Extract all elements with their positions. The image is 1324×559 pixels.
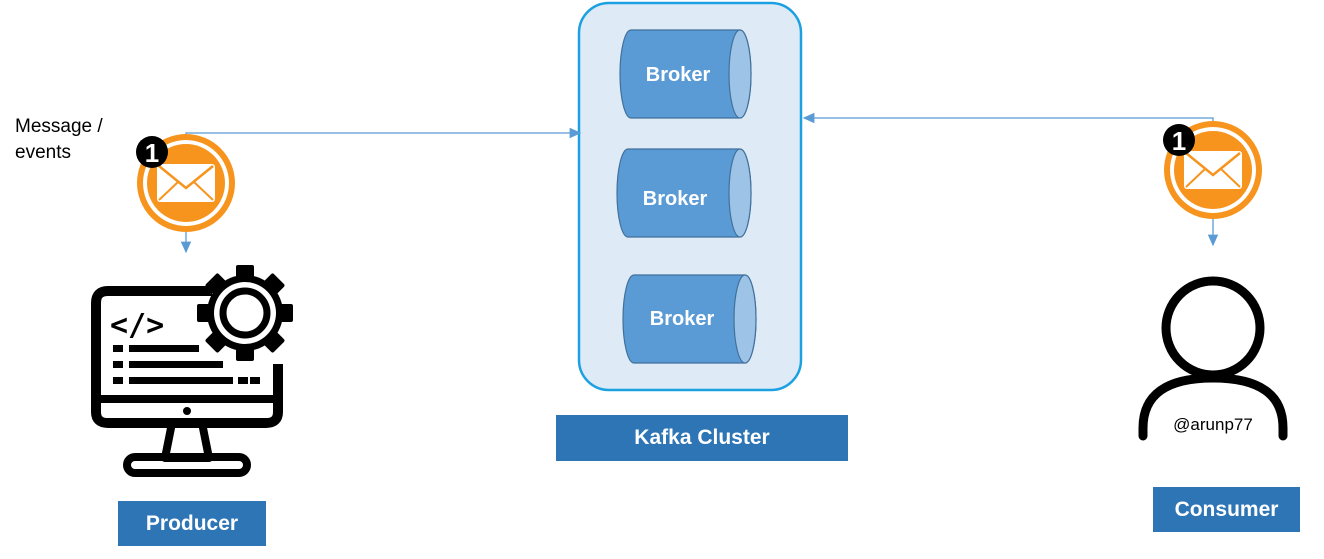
kafka-cluster-label: Kafka Cluster: [556, 415, 848, 461]
producer-label: Producer: [118, 501, 266, 546]
broker-label-1: Broker: [646, 64, 711, 86]
broker-cylinder-2: Broker: [616, 148, 752, 238]
message-label-line-1: Message /: [15, 116, 103, 137]
consumer-handle: @arunp77: [1173, 415, 1253, 434]
consumer-step-badge-icon: 1: [1163, 124, 1195, 156]
broker-label-3: Broker: [650, 308, 715, 330]
cluster-to-consumer-arrow: [802, 112, 1214, 170]
producer-step-number: 1: [145, 138, 159, 168]
gear-icon: [197, 265, 293, 361]
broker-cylinder-3: Broker: [622, 274, 757, 364]
broker-label-2: Broker: [643, 188, 708, 210]
computer-code-icon: </>: [91, 286, 283, 477]
consumer-step-number: 1: [1172, 126, 1186, 156]
producer-to-cluster-arrow: [185, 127, 582, 183]
message-label-line-2: events: [15, 142, 71, 163]
message-events-label: Message / events: [15, 114, 103, 166]
code-brackets-glyph: </>: [110, 308, 164, 343]
producer-step-badge-icon: 1: [136, 136, 168, 168]
consumer-label: Consumer: [1153, 487, 1300, 532]
user-icon: @arunp77: [1138, 276, 1288, 441]
broker-cylinder-1: Broker: [619, 29, 752, 119]
